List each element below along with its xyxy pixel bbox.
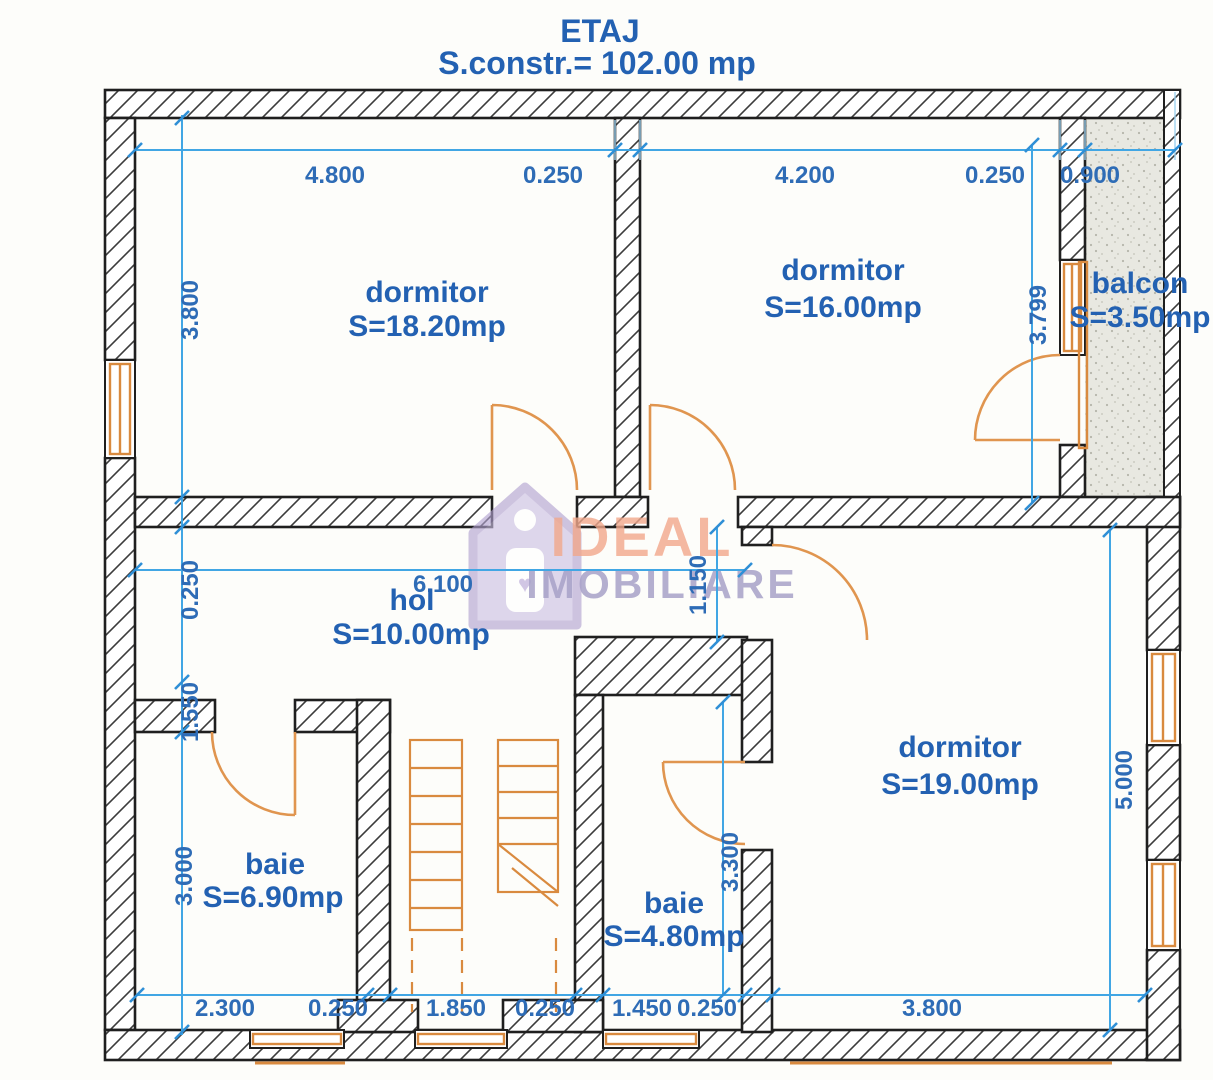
plan-title-line1: ETAJ — [560, 13, 639, 49]
wall-bedroom3-west-upper — [740, 638, 774, 764]
dim-inner-doorway: 1.150 — [685, 555, 712, 615]
stair-dashed-continuation — [410, 938, 558, 1012]
wall-exterior-right-pier3 — [1145, 948, 1182, 1062]
wall-bedroom3-west-lower — [740, 848, 774, 1034]
window-bottom-stairwell — [414, 1029, 508, 1049]
wall-exterior-right-pier2 — [1145, 743, 1182, 862]
dimension-labels: 4.800 0.250 4.200 0.250 0.900 2.300 0.25… — [171, 162, 1138, 1022]
wall-hall-north-mid — [575, 495, 650, 529]
plan-title-line2: S.constr.= 102.00 mp — [438, 45, 756, 81]
watermark-brand-bottom: IMOBILIARE — [526, 561, 797, 607]
dimension-lines — [127, 92, 1183, 1040]
window-bottom-bath2 — [602, 1029, 700, 1049]
room-name-bedroom1: dormitor — [365, 276, 489, 309]
wall-balcony-inner-upper — [1058, 116, 1087, 262]
dim-bottom-6: 0.250 — [677, 995, 737, 1022]
watermark-brand-top: IDEAL — [551, 505, 734, 568]
dim-bottom-4: 0.250 — [515, 995, 575, 1022]
windows — [104, 259, 1181, 1065]
room-name-bath1: baie — [245, 848, 305, 881]
room-name-hall: hol — [390, 584, 435, 617]
wall-hall-north-left — [133, 495, 494, 529]
doors — [210, 353, 1061, 846]
room-name-bedroom3: dormitor — [898, 731, 1022, 764]
dim-top-2: 0.250 — [523, 162, 583, 189]
dim-bottom-1: 2.300 — [195, 995, 255, 1022]
room-name-bedroom2: dormitor — [781, 254, 905, 287]
window-right-wall-2 — [1146, 859, 1181, 951]
room-labels: dormitor S=18.20mp dormitor S=16.00mp ba… — [203, 254, 1211, 953]
dim-right-2: 5.000 — [1111, 750, 1138, 810]
dim-right-1: 3.799 — [1025, 285, 1052, 345]
room-name-balcony: balcon — [1092, 267, 1189, 300]
extension-lines-top — [614, 92, 1176, 160]
room-area-bedroom2: S=16.00mp — [764, 291, 922, 324]
room-name-bath2: baie — [644, 887, 704, 920]
window-balcony-wall — [1059, 259, 1086, 356]
room-area-bedroom1: S=18.20mp — [348, 310, 506, 343]
dim-top-4: 0.250 — [965, 162, 1025, 189]
dim-bottom-5: 1.450 — [612, 995, 672, 1022]
room-area-bath1: S=6.90mp — [203, 881, 344, 914]
wall-stairwell-right — [573, 693, 605, 1034]
dim-top-3: 4.200 — [775, 162, 835, 189]
dim-top-5: 0.900 — [1060, 162, 1120, 189]
dim-inner-bath2: 3.300 — [717, 832, 744, 892]
house-heart-icon: ♥ — [468, 482, 582, 630]
door-balcony — [973, 353, 1061, 442]
door-bath2 — [661, 760, 746, 846]
dim-bottom-3: 1.850 — [426, 995, 486, 1022]
wall-bedroom3-stub — [740, 525, 774, 547]
balcony-glazing — [1077, 260, 1089, 450]
dim-bottom-2: 0.250 — [308, 995, 368, 1022]
wall-base-pier2 — [501, 998, 605, 1034]
door-bedroom3 — [771, 543, 869, 641]
room-area-hall: S=10.00mp — [332, 618, 490, 651]
dim-left-3: 1.550 — [177, 682, 204, 742]
room-area-bath2: S=4.80mp — [604, 920, 745, 953]
wall-base-pier1 — [336, 998, 420, 1034]
wall-exterior-left-upper — [103, 116, 137, 362]
dim-left-4: 3.000 — [171, 846, 198, 906]
wall-balcony-inner-lower — [1058, 443, 1087, 499]
plan-title: ETAJ S.constr.= 102.00 mp — [438, 13, 756, 81]
window-bottom-bath1 — [249, 1029, 345, 1049]
watermark-heart: ♥ — [518, 571, 532, 598]
dim-inner-hall: 6.100 — [413, 571, 473, 598]
door-bedroom2 — [648, 403, 737, 491]
dim-left-1: 3.800 — [177, 280, 204, 340]
room-area-balcony: S=3.50mp — [1070, 301, 1211, 334]
wall-exterior-left-lower — [103, 456, 137, 1032]
watermark: ♥ — [468, 482, 582, 630]
window-right-wall-1 — [1146, 649, 1181, 746]
door-bedroom1 — [490, 403, 579, 491]
dim-top-1: 4.800 — [305, 162, 365, 189]
room-area-bedroom3: S=19.00mp — [881, 768, 1039, 801]
wall-bath1-top-left — [133, 698, 217, 734]
window-left-wall — [104, 359, 136, 459]
wall-exterior-top — [103, 88, 1182, 120]
wall-hall-south — [573, 635, 749, 697]
balcony-floor — [1085, 118, 1164, 527]
wall-between-bedrooms — [613, 116, 642, 499]
door-bath1 — [210, 731, 297, 817]
staircase — [408, 738, 560, 1012]
wall-hall-north-right — [736, 495, 1182, 529]
dim-bottom-7: 3.800 — [902, 995, 962, 1022]
dim-left-2: 0.250 — [177, 560, 204, 620]
wall-bath1-right — [355, 698, 392, 1034]
